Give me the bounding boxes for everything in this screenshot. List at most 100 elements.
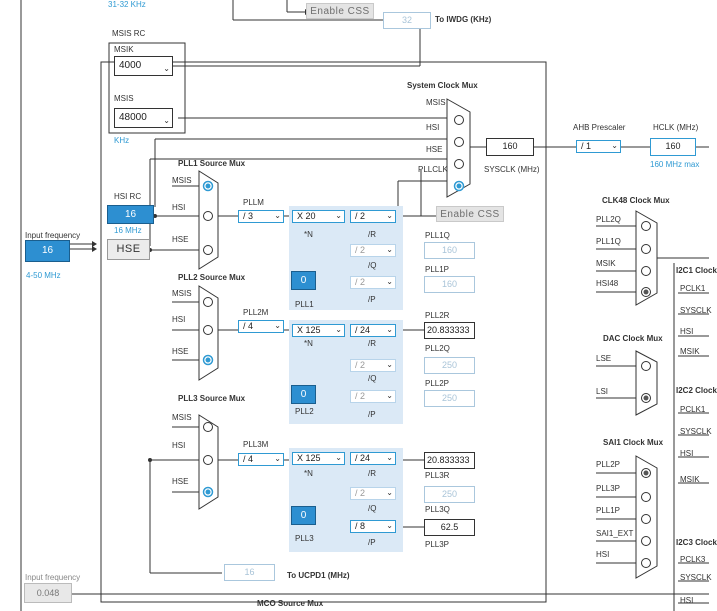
- enable-css-button[interactable]: Enable CSS: [436, 206, 504, 222]
- pll1-m-select[interactable]: / 3⌄: [238, 210, 284, 223]
- hsi-freq: 16 MHz: [114, 226, 142, 235]
- pll3-p-select[interactable]: / 8 ⌄: [350, 520, 396, 533]
- pll3r-value: 20.833333: [424, 452, 475, 469]
- pll2-frac[interactable]: 0: [291, 385, 316, 404]
- ahb-prescaler-value: / 1: [581, 141, 592, 151]
- i2c2-input-pclk1: PCLK1: [680, 405, 706, 414]
- pll2-n-value: X 125: [297, 325, 321, 335]
- pll2-source-mux: [198, 285, 219, 381]
- pll3-input-msis: MSIS: [172, 413, 192, 422]
- msik-select[interactable]: 4000⌄: [114, 56, 173, 76]
- pll1-input-hsi: HSI: [172, 203, 186, 212]
- i2c2-input-hsi: HSI: [680, 449, 694, 458]
- pll3-p-label: /P: [368, 538, 376, 547]
- pll2p-label: PLL2P: [425, 379, 450, 388]
- i2c2-clock-title: I2C2 Clock: [676, 386, 717, 395]
- hsi-value[interactable]: 16: [107, 205, 154, 224]
- pll1-n-select[interactable]: X 20 ⌄: [292, 210, 345, 223]
- pll1-source-mux-title: PLL1 Source Mux: [178, 159, 246, 168]
- chevron-down-icon: ⌄: [386, 360, 393, 369]
- i2c2-input-msik: MSIK: [680, 475, 700, 484]
- pll3-panel: [289, 448, 403, 552]
- clk48-clock-mux: [635, 210, 658, 306]
- clk48-input-msik: MSIK: [596, 259, 616, 268]
- msik-label: MSIK: [114, 45, 134, 54]
- pll3-m-value: / 4: [243, 454, 254, 464]
- pll3-r-label: /R: [368, 469, 376, 478]
- hclk-max: 160 MHz max: [650, 160, 700, 169]
- pll2-q-select[interactable]: / 2⌄: [350, 359, 396, 372]
- iwdg-label: To IWDG (KHz): [435, 15, 492, 24]
- pll2-r-select[interactable]: / 24 ⌄: [350, 324, 396, 337]
- hclk-value[interactable]: 160: [650, 138, 696, 156]
- dac-clock-mux-title: DAC Clock Mux: [603, 334, 663, 343]
- pll1q-label: PLL1Q: [425, 231, 450, 240]
- msis-value: 48000: [119, 112, 147, 123]
- chevron-down-icon: ⌄: [386, 325, 393, 334]
- chevron-down-icon: ⌄: [386, 245, 393, 254]
- pll3-n-select[interactable]: X 125⌄: [292, 452, 345, 465]
- pll1-r-label: /R: [368, 230, 376, 239]
- chevron-down-icon: ⌄: [163, 116, 170, 125]
- pll1-q-select[interactable]: / 2 ⌄: [350, 244, 396, 257]
- msis-unit: KHz: [114, 136, 130, 145]
- msik-value: 4000: [119, 60, 142, 71]
- pll3-frac[interactable]: 0: [291, 506, 316, 525]
- pll3-q-select[interactable]: / 2⌄: [350, 487, 396, 500]
- input-frequency-2-value[interactable]: 0.048: [24, 583, 72, 603]
- pll3-m-select[interactable]: / 4⌄: [238, 453, 284, 466]
- ahb-prescaler-label: AHB Prescaler: [573, 123, 626, 132]
- pll3-q-value: / 2: [355, 488, 366, 498]
- pll3-r-value: / 24: [355, 453, 371, 463]
- hse-button[interactable]: HSE: [107, 239, 150, 260]
- pll1-n-value: X 20: [297, 211, 316, 221]
- chevron-down-icon: ⌄: [274, 211, 281, 220]
- hclk-label: HCLK (MHz): [653, 123, 699, 132]
- clk48-clock-mux-title: CLK48 Clock Mux: [602, 196, 670, 205]
- pll2-m-value: / 4: [243, 321, 254, 331]
- clk48-input-pll1q: PLL1Q: [596, 237, 621, 246]
- pll2-p-label: /P: [368, 410, 376, 419]
- pll2-r-label: /R: [368, 339, 376, 348]
- i2c1-input-pclk1: PCLK1: [680, 284, 706, 293]
- enable-css-top-button[interactable]: Enable CSS: [306, 3, 374, 19]
- pll3-p-value: / 8: [355, 521, 366, 531]
- ahb-prescaler-select[interactable]: / 1⌄: [576, 140, 621, 153]
- sysmux-input-pllclk: PLLCLK: [418, 165, 448, 174]
- dac-input-lsi: LSI: [596, 387, 609, 396]
- sai1-input-hsi: HSI: [596, 550, 610, 559]
- i2c3-input-sysclk: SYSCLK: [680, 573, 712, 582]
- sysclk-value[interactable]: 160: [486, 138, 534, 156]
- sysmux-input-hse: HSE: [426, 145, 443, 154]
- pll3p-label: PLL3P: [425, 540, 450, 549]
- pll1-p-select[interactable]: / 2⌄: [350, 276, 396, 289]
- chevron-down-icon: ⌄: [335, 211, 342, 220]
- pll1-input-hse: HSE: [172, 235, 189, 244]
- pll3-r-select[interactable]: / 24⌄: [350, 452, 396, 465]
- pll1-p-label: /P: [368, 295, 376, 304]
- pll3-input-hsi: HSI: [172, 441, 186, 450]
- msis-select[interactable]: 48000 ⌄: [114, 108, 173, 128]
- sai1-input-pll2p: PLL2P: [596, 460, 621, 469]
- hsi-rc-title: HSI RC: [114, 192, 142, 201]
- sai1-input-pll1p: PLL1P: [596, 506, 621, 515]
- pll2-n-select[interactable]: X 125 ⌄: [292, 324, 345, 337]
- pll2-r-value: / 24: [355, 325, 371, 335]
- pll1-q-value: / 2: [355, 245, 366, 255]
- pll1-frac[interactable]: 0: [291, 271, 316, 290]
- pll1-r-select[interactable]: / 2⌄: [350, 210, 396, 223]
- pll2-m-select[interactable]: / 4⌄: [238, 320, 284, 333]
- input-frequency-value[interactable]: 16: [25, 240, 70, 262]
- sai1-clock-mux: [635, 455, 658, 579]
- pll1-input-msis: MSIS: [172, 176, 192, 185]
- pll1-n-label: *N: [304, 230, 313, 239]
- chevron-down-icon: ⌄: [386, 521, 393, 530]
- pll1-p-value: / 2: [355, 277, 366, 287]
- pll2-p-select[interactable]: / 2⌄: [350, 390, 396, 403]
- chevron-down-icon: ⌄: [335, 325, 342, 334]
- pll2-input-hse: HSE: [172, 347, 189, 356]
- iwdg-value: 32: [383, 12, 431, 29]
- input-frequency-range: 4-50 MHz: [26, 271, 61, 280]
- lse-range-label: 31-32 KHz: [108, 0, 146, 9]
